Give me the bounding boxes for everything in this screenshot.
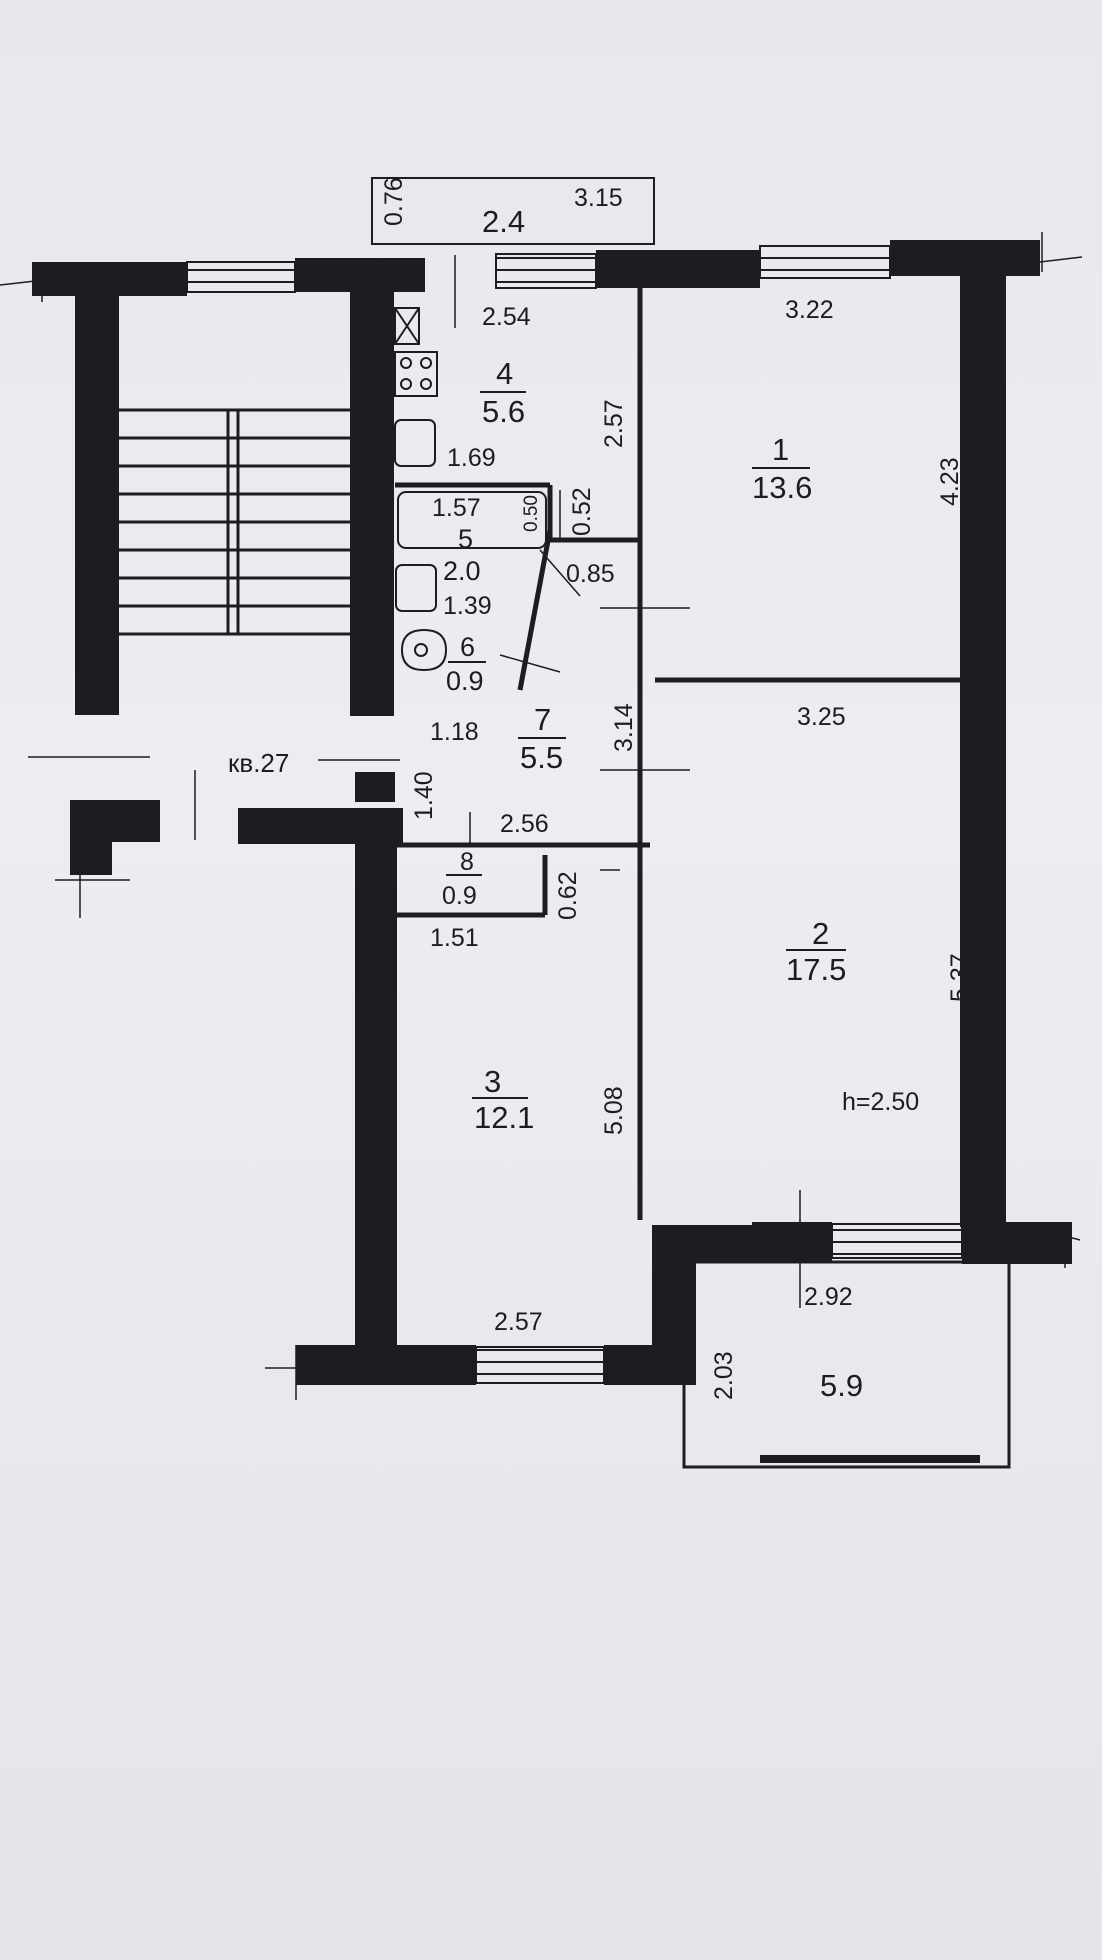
balcony-width-label: 2.92 — [804, 1283, 853, 1311]
bath-width-label: 1.57 — [432, 494, 481, 522]
dimension-lines — [0, 232, 1083, 1400]
room-5-area: 2.0 — [443, 556, 481, 586]
bottom-wall-left — [296, 1345, 476, 1385]
stove-icon — [394, 351, 438, 397]
window-kitchen — [495, 253, 597, 289]
apartment-number-label: кв.27 — [228, 748, 289, 778]
walls — [32, 240, 1072, 1385]
window-room1 — [759, 245, 891, 279]
closet-width-label: 1.51 — [430, 924, 479, 952]
bath-gap-label: 0.52 — [568, 487, 596, 536]
bath-depth-label: 0.50 — [521, 495, 542, 532]
partitions — [395, 285, 968, 1220]
room-1-number: 1 — [772, 432, 789, 467]
ceiling-height-label: h=2.50 — [842, 1088, 919, 1116]
fixtures — [394, 307, 547, 672]
room2-bottom-wall — [752, 1222, 832, 1262]
room-8-area: 0.9 — [442, 882, 477, 910]
wall-upper-label: 1.34 — [358, 536, 386, 585]
right-wall-bottom — [962, 1222, 1072, 1264]
kitchen-width-label: 2.54 — [482, 303, 531, 331]
room1-width-label: 3.22 — [785, 296, 834, 324]
room1-length-label: 4.23 — [936, 457, 964, 506]
top-wall-mid — [596, 250, 760, 288]
room-3-number: 3 — [484, 1064, 501, 1099]
room-3-area: 12.1 — [474, 1100, 534, 1135]
entry-wall-lower — [355, 772, 395, 802]
room-2-area: 17.5 — [786, 952, 846, 987]
toilet-icon — [400, 628, 448, 672]
ventilation-shaft-icon — [394, 307, 420, 345]
room-7-area: 5.5 — [520, 740, 563, 775]
bottom-wall-step — [652, 1225, 752, 1263]
window-room2 — [831, 1223, 963, 1259]
bath-lower-label: 1.39 — [443, 592, 492, 620]
room-6-area: 0.9 — [446, 666, 484, 696]
room-7-number: 7 — [534, 702, 551, 737]
wall-lower-label: 0.73 — [358, 644, 386, 693]
washbasin-icon — [395, 564, 437, 612]
right-exterior-wall — [960, 262, 1006, 1227]
bathtub-icon — [397, 491, 547, 549]
room3-left-wall — [355, 838, 397, 1348]
corridor-depth-label: 1.40 — [410, 771, 438, 820]
staircase — [118, 408, 350, 636]
balcony-bottom-area-label: 5.9 — [820, 1368, 863, 1403]
top-balcony-depth-label: 0.76 — [380, 177, 408, 226]
room-8-number: 8 — [460, 848, 474, 876]
room-6-number: 6 — [460, 632, 475, 662]
stair-landing-block — [70, 800, 160, 842]
kitchen-sink-icon — [394, 419, 436, 467]
corridor-length-label: 3.14 — [610, 703, 638, 752]
corridor-width-label: 1.18 — [430, 718, 479, 746]
stair-right-wall — [350, 270, 394, 716]
window-stair — [186, 261, 296, 293]
room-4-area: 5.6 — [482, 394, 525, 429]
room-4-number: 4 — [496, 356, 513, 391]
balcony-depth-label: 2.03 — [710, 1351, 738, 1400]
bath-side-label: 0.85 — [566, 560, 615, 588]
balcony-top-area-label: 2.4 — [482, 204, 525, 239]
room2-length-label: 5.37 — [946, 953, 974, 1002]
window-room3 — [475, 1346, 605, 1384]
windows — [186, 245, 963, 1384]
kitchen-inner-label: 1.69 — [447, 444, 496, 472]
room-2-number: 2 — [812, 916, 829, 951]
stair-left-wall — [75, 280, 119, 715]
room-5-number: 5 — [458, 524, 473, 554]
room-1-area: 13.6 — [752, 470, 812, 505]
room3-length-label: 5.08 — [600, 1086, 628, 1135]
bottom-balcony-rail — [760, 1455, 980, 1463]
top-balcony-length-label: 3.15 — [574, 184, 623, 212]
corridor-bottom-label: 2.56 — [500, 810, 549, 838]
closet-depth-label: 0.62 — [554, 871, 582, 920]
top-balcony-outline — [371, 177, 655, 245]
kitchen-length-label: 2.57 — [600, 399, 628, 448]
bottom-balcony-outline — [682, 1260, 1011, 1469]
room2-width-label: 3.25 — [797, 703, 846, 731]
room3-width-label: 2.57 — [494, 1308, 543, 1336]
